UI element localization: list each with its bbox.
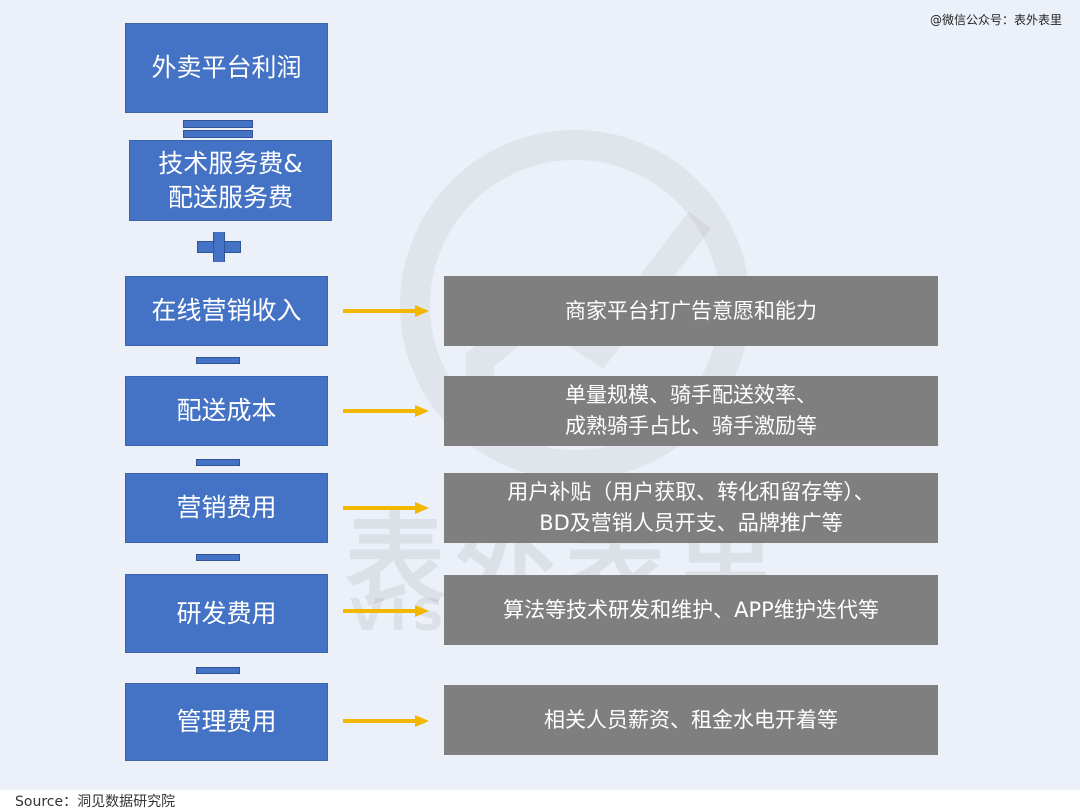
service-fee-box: 技术服务费& 配送服务费 bbox=[129, 140, 332, 221]
arrow-right-icon bbox=[343, 305, 429, 317]
arrow-right-icon bbox=[343, 715, 429, 727]
source-note: Source：洞见数据研究院 bbox=[15, 794, 176, 810]
admin-expense-box: 管理费用 bbox=[125, 683, 328, 761]
rd-expense-driver: 算法等技术研发和维护、APP维护迭代等 bbox=[444, 575, 938, 645]
marketing-revenue-driver: 商家平台打广告意愿和能力 bbox=[444, 276, 938, 346]
minus-icon bbox=[196, 667, 240, 674]
delivery-cost-box: 配送成本 bbox=[125, 376, 328, 446]
minus-icon bbox=[196, 357, 240, 364]
platform-profit-box: 外卖平台利润 bbox=[125, 23, 328, 113]
driver-text: BD及营销人员开支、品牌推广等 bbox=[539, 511, 843, 535]
minus-icon bbox=[196, 459, 240, 466]
minus-icon bbox=[196, 554, 240, 561]
driver-text: 商家平台打广告意愿和能力 bbox=[565, 298, 817, 323]
watermark-top: @微信公众号：表外表里 bbox=[929, 13, 1062, 27]
marketing-expense-box: 营销费用 bbox=[125, 473, 328, 543]
rd-expense-box: 研发费用 bbox=[125, 574, 328, 653]
arrow-right-icon bbox=[343, 405, 429, 417]
driver-text: 相关人员薪资、租金水电开着等 bbox=[544, 707, 838, 732]
arrow-right-icon bbox=[343, 605, 429, 617]
driver-text: 单量规模、骑手配送效率、 bbox=[565, 383, 817, 407]
marketing-expense-driver: 用户补贴（用户获取、转化和留存等）、 BD及营销人员开支、品牌推广等 bbox=[444, 473, 938, 543]
delivery-cost-driver: 单量规模、骑手配送效率、 成熟骑手占比、骑手激励等 bbox=[444, 376, 938, 446]
service-fee-line1: 技术服务费& bbox=[158, 148, 303, 178]
driver-text: 用户补贴（用户获取、转化和留存等）、 bbox=[507, 480, 875, 504]
service-fee-line2: 配送服务费 bbox=[167, 182, 293, 212]
marketing-revenue-box: 在线营销收入 bbox=[125, 276, 328, 346]
admin-expense-driver: 相关人员薪资、租金水电开着等 bbox=[444, 685, 938, 755]
driver-text: 成熟骑手占比、骑手激励等 bbox=[565, 414, 817, 438]
arrow-right-icon bbox=[343, 502, 429, 514]
equals-icon bbox=[183, 120, 253, 138]
driver-text: 算法等技术研发和维护、APP维护迭代等 bbox=[503, 597, 879, 622]
